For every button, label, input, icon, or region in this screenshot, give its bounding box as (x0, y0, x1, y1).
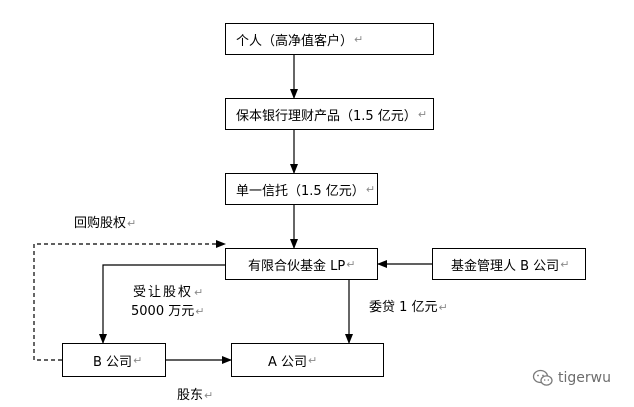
investor-box: 个人（高净值客户）↵ (225, 23, 434, 55)
wechat-icon (532, 369, 553, 386)
fund-manager-label: 基金管理人 B 公司 (451, 258, 560, 274)
arrow-fund-to-company-b (99, 264, 225, 344)
paragraph-mark: ↵ (354, 32, 364, 46)
trust-box: 单一信托（1.5 亿元）↵ (225, 173, 378, 205)
arrow-buyback-dashed (33, 240, 226, 361)
paragraph-mark: ↵ (133, 353, 143, 367)
trust-label: 单一信托（1.5 亿元） (236, 183, 365, 199)
lp-fund-box: 有限合伙基金 LP↵ (225, 248, 378, 280)
paragraph-mark: ↵ (195, 305, 205, 318)
paragraph-mark: ↵ (365, 182, 376, 196)
buyback-text: 回购股权 (74, 216, 127, 231)
transfer-edge-label: 受让股权↵ (133, 281, 205, 300)
paragraph-mark: ↵ (438, 301, 448, 314)
paragraph-mark: ↵ (346, 257, 356, 271)
company-a-label: A 公司 (268, 354, 308, 370)
investor-label: 个人（高净值客户） (236, 33, 354, 49)
paragraph-mark: ↵ (194, 286, 206, 299)
bank-product-box: 保本银行理财产品（1.5 亿元）↵ (225, 98, 434, 130)
transfer-text: 受让股权 (133, 285, 194, 300)
paragraph-mark: ↵ (127, 217, 137, 230)
paragraph-mark: ↵ (308, 353, 318, 367)
paragraph-mark: ↵ (204, 389, 214, 402)
lp-fund-label: 有限合伙基金 LP (248, 258, 346, 274)
bank-product-label: 保本银行理财产品（1.5 亿元） (236, 108, 417, 124)
transfer-amount-label: 5000 万元↵ (131, 300, 204, 319)
shareholder-edge-label: 股东↵ (177, 384, 213, 403)
buyback-edge-label: 回购股权↵ (74, 212, 136, 231)
loan-text: 委贷 1 亿元 (369, 300, 438, 315)
transfer-amount-text: 5000 万元 (131, 304, 195, 319)
shareholder-text: 股东 (177, 388, 204, 403)
loan-edge-label: 委贷 1 亿元↵ (369, 296, 448, 315)
paragraph-mark: ↵ (417, 107, 428, 121)
company-b-box: B 公司↵ (62, 343, 166, 377)
company-b-label: B 公司 (93, 354, 133, 370)
company-a-box: A 公司↵ (231, 343, 384, 377)
watermark: tigerwu (532, 369, 611, 387)
paragraph-mark: ↵ (560, 257, 570, 271)
fund-manager-box: 基金管理人 B 公司↵ (432, 248, 586, 280)
watermark-text: tigerwu (558, 370, 611, 386)
